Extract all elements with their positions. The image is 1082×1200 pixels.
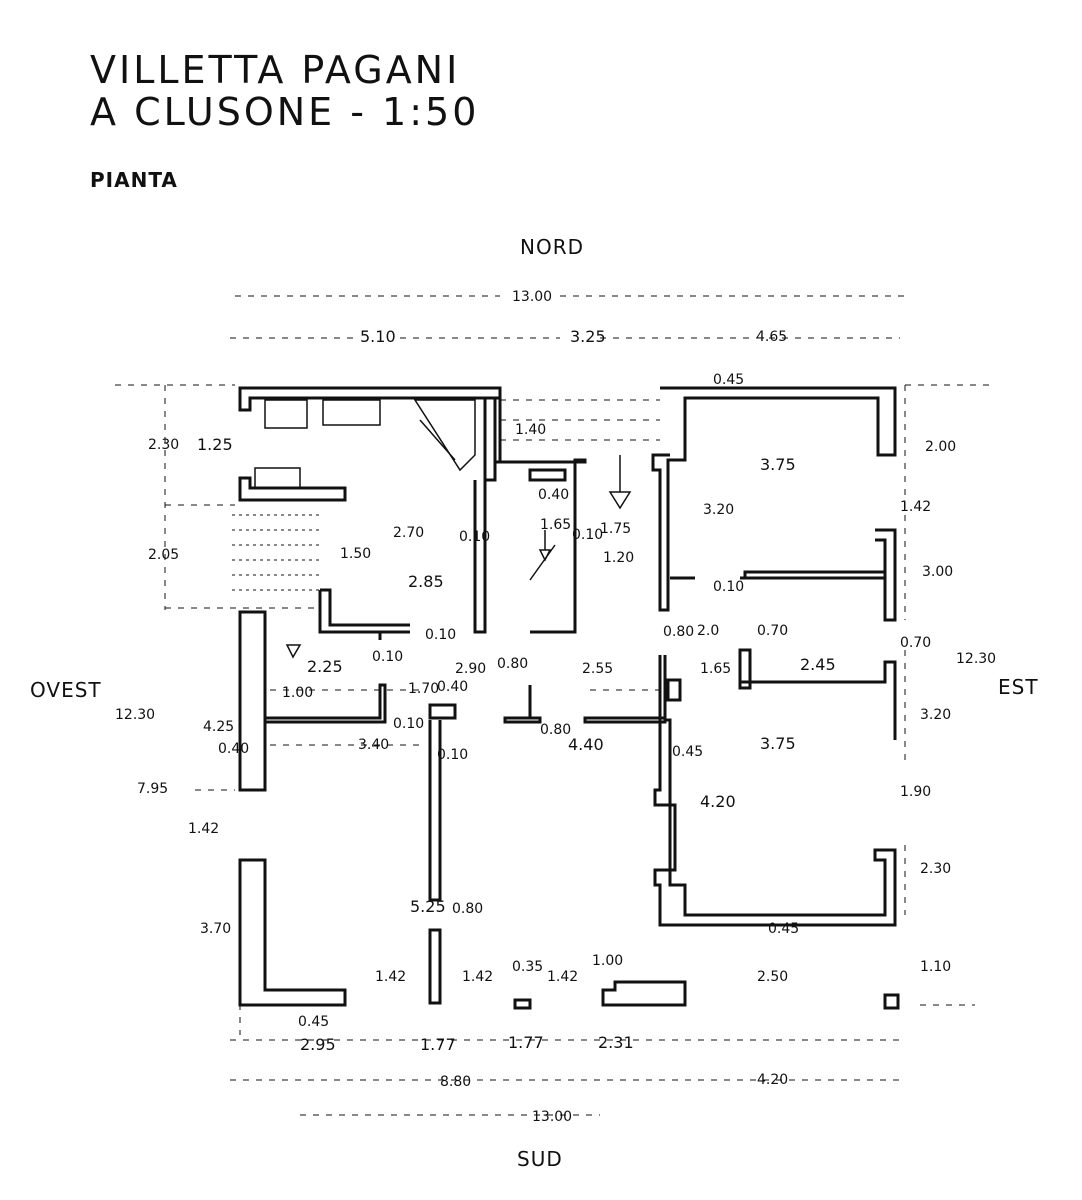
dim-label: 2.45 xyxy=(800,655,836,674)
dim-label: 0.10 xyxy=(437,747,469,763)
dim-label: 0.35 xyxy=(512,959,544,975)
dim-label: 3.00 xyxy=(922,564,954,580)
dim-label: 2.70 xyxy=(393,525,425,541)
dim-label: 8.80 xyxy=(440,1074,472,1090)
dim-label: 2.55 xyxy=(582,661,614,677)
dim-label: 0.80 xyxy=(452,901,484,917)
dim-label: 0.10 xyxy=(713,579,745,595)
dim-label: 1.42 xyxy=(462,969,494,985)
dim-label: 0.80 xyxy=(663,624,695,640)
dim-label: 0.10 xyxy=(372,649,404,665)
dim-label: 1.25 xyxy=(197,435,233,454)
dim-label: 2.31 xyxy=(598,1033,634,1052)
dim-label: 4.40 xyxy=(568,735,604,754)
dim-label: 2.95 xyxy=(300,1035,336,1054)
dim-label: 5.25 xyxy=(410,897,446,916)
dim-label: 0.40 xyxy=(218,741,250,757)
dim-label: 0.45 xyxy=(768,921,800,937)
dim-label: 2.05 xyxy=(148,547,180,563)
dim-label: 2.85 xyxy=(408,572,444,591)
drawing-title: VILLETTA PAGANI xyxy=(90,48,461,92)
dim-label: 3.20 xyxy=(920,707,952,723)
dim-label: 0.45 xyxy=(298,1014,330,1030)
kitchen-fittings xyxy=(254,399,476,489)
dim-label: 1.77 xyxy=(420,1035,456,1054)
dim-label: 2.50 xyxy=(757,969,789,985)
dim-label: 3.75 xyxy=(760,734,796,753)
drawing-title-location-scale: A CLUSONE - 1:50 xyxy=(90,90,480,134)
entrance-steps xyxy=(232,514,320,591)
dim-label: 0.70 xyxy=(757,623,789,639)
north-label: NORD xyxy=(520,235,584,259)
dim-label: 1.42 xyxy=(900,499,932,515)
dim-label: 3.25 xyxy=(570,327,606,346)
dim-label: 2.30 xyxy=(148,437,180,453)
dim-label: 0.70 xyxy=(900,635,932,651)
dim-label: 1.50 xyxy=(340,546,372,562)
dim-label: 0.80 xyxy=(497,656,529,672)
south-label: SUD xyxy=(517,1147,563,1171)
west-label: OVEST xyxy=(30,678,102,702)
dim-label: 0.40 xyxy=(538,487,570,503)
dim-label: 13.00 xyxy=(512,289,553,305)
dim-label: 2.30 xyxy=(920,861,952,877)
dim-label: 4.20 xyxy=(757,1072,789,1088)
dim-label: 1.75 xyxy=(600,521,632,537)
dim-label: 0.40 xyxy=(437,679,469,695)
drawing-subtitle: PIANTA xyxy=(90,168,178,192)
dim-label: 1.00 xyxy=(282,685,314,701)
walls xyxy=(238,386,900,1010)
dimension-lines xyxy=(115,295,990,1116)
dim-label: 0.45 xyxy=(713,372,745,388)
dim-label: 2.0 xyxy=(697,623,720,639)
dim-label: 0.10 xyxy=(572,527,604,543)
dim-label: 0.10 xyxy=(425,627,457,643)
dim-label: 0.80 xyxy=(540,722,572,738)
dim-label: 3.70 xyxy=(200,921,232,937)
dim-label: 2.90 xyxy=(455,661,487,677)
dim-label: 4.20 xyxy=(700,792,736,811)
east-label: EST xyxy=(998,675,1039,699)
dim-label: 1.70 xyxy=(408,681,440,697)
dim-label: 1.40 xyxy=(515,422,547,438)
dim-label: 0.45 xyxy=(672,744,704,760)
dim-label: 7.95 xyxy=(137,781,169,797)
dim-label: 1.90 xyxy=(900,784,932,800)
dim-label: 3.20 xyxy=(703,502,735,518)
stair-down-arrow xyxy=(285,455,632,659)
dim-label: 13.00 xyxy=(532,1109,573,1125)
dim-label: 1.65 xyxy=(700,661,732,677)
dim-label: 12.30 xyxy=(115,707,156,723)
dim-label: 2.00 xyxy=(925,439,957,455)
dim-label: 5.10 xyxy=(360,327,396,346)
dim-label: 1.10 xyxy=(920,959,952,975)
dim-label: 1.20 xyxy=(603,550,635,566)
dim-label: 1.00 xyxy=(592,953,624,969)
dim-label: 3.75 xyxy=(760,455,796,474)
dim-label: 1.77 xyxy=(508,1033,544,1052)
dim-label: 1.65 xyxy=(540,517,572,533)
dim-label: 12.30 xyxy=(956,651,997,667)
dim-label: 3.40 xyxy=(358,737,390,753)
dim-label: 4.25 xyxy=(203,719,235,735)
dim-label: 4.65 xyxy=(756,329,788,345)
dim-label: 1.42 xyxy=(375,969,407,985)
dim-label: 0.10 xyxy=(393,716,425,732)
dim-label: 2.25 xyxy=(307,657,343,676)
dim-label: 1.42 xyxy=(188,821,220,837)
dim-label: 1.42 xyxy=(547,969,579,985)
dim-label: 0.10 xyxy=(459,529,491,545)
